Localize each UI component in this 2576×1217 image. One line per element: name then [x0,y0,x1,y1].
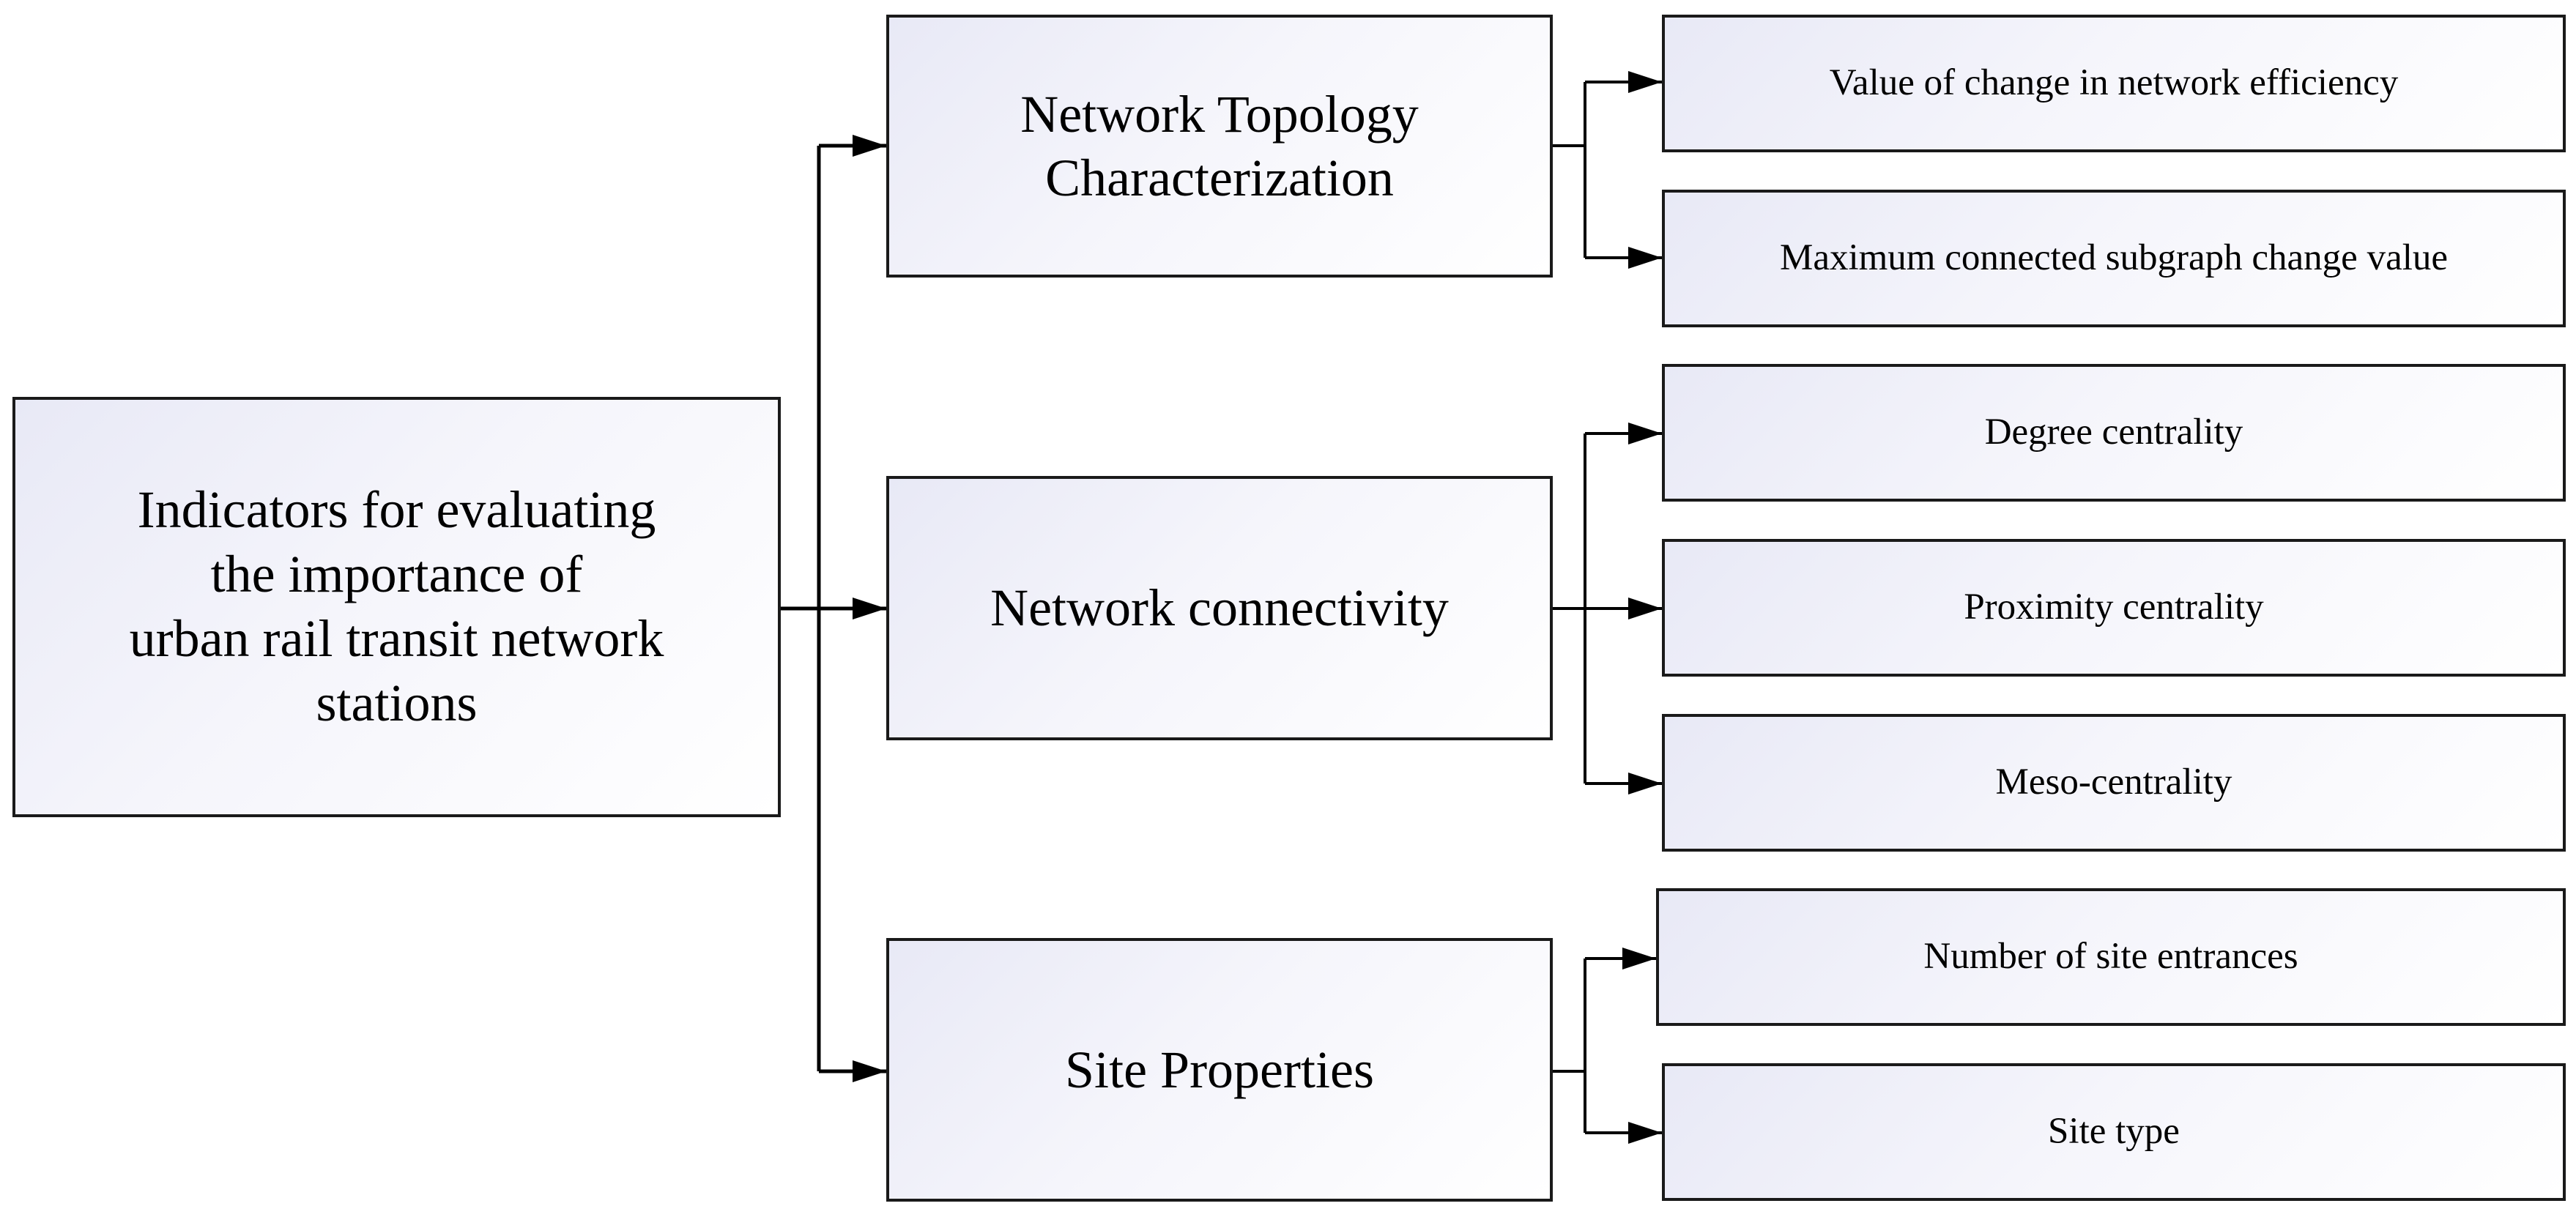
indicator-label: Number of site entrances [1923,936,2298,978]
indicator-site-type: Site type [1662,1063,2566,1201]
root-node: Indicators for evaluating the importance… [12,397,781,817]
category-node-connectivity: Network connectivity [886,476,1553,740]
category-node-topology: Network Topology Characterization [886,15,1553,278]
category-label-line: Characterization [1045,148,1394,207]
indicator-label: Degree centrality [1984,412,2243,453]
indicator-max-connected-subgraph-change: Maximum connected subgraph change value [1662,190,2566,327]
category-label-line: Site Properties [1065,1040,1374,1099]
root-label-line: stations [316,673,478,732]
indicator-label: Maximum connected subgraph change value [1779,237,2449,279]
root-label-line: urban rail transit network [129,609,664,668]
category-3-connector [1553,948,1662,1144]
indicator-network-efficiency-change: Value of change in network efficiency [1662,15,2566,152]
indicator-site-entrances: Number of site entrances [1656,888,2566,1026]
root-label-line: Indicators for evaluating [137,480,656,540]
category-node-label: Network connectivity [990,576,1449,639]
indicator-meso-centrality: Meso-centrality [1662,714,2566,852]
indicator-label: Proximity centrality [1964,587,2264,628]
category-node-site-properties: Site Properties [886,938,1553,1202]
indicator-label: Meso-centrality [1995,762,2232,803]
root-label-line: the importance of [210,545,583,604]
indicator-proximity-centrality: Proximity centrality [1662,539,2566,677]
indicator-label: Site type [2048,1111,2180,1153]
root-node-label: Indicators for evaluating the importance… [130,478,664,735]
category-node-label: Network Topology Characterization [1020,83,1419,209]
root-connector [781,135,886,1082]
category-label-line: Network connectivity [990,578,1449,638]
category-label-line: Network Topology [1020,85,1419,144]
indicator-degree-centrality: Degree centrality [1662,364,2566,502]
category-2-connector [1553,423,1662,794]
category-1-connector [1553,71,1662,269]
category-node-label: Site Properties [1065,1038,1374,1101]
indicator-label: Value of change in network efficiency [1829,62,2399,104]
